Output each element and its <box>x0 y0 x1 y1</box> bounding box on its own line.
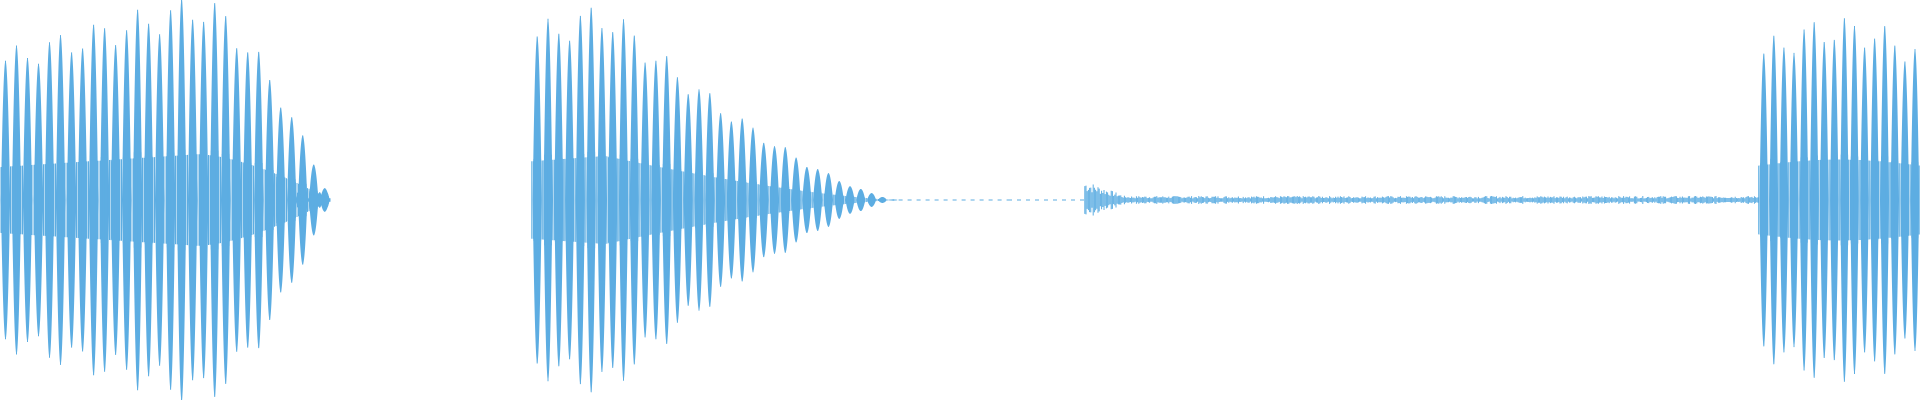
noise-trace <box>1084 184 1759 216</box>
tone-burst-3 <box>1758 18 1920 382</box>
tone-burst-1 <box>0 0 331 400</box>
waveform-trace <box>0 0 331 400</box>
waveform-trace <box>531 7 898 393</box>
waveform-trace <box>287 192 331 208</box>
waveform-trace <box>1084 184 1759 216</box>
tone-burst-2 <box>531 7 898 393</box>
tail-blip-1 <box>287 192 331 208</box>
waveform-trace <box>1758 18 1920 382</box>
